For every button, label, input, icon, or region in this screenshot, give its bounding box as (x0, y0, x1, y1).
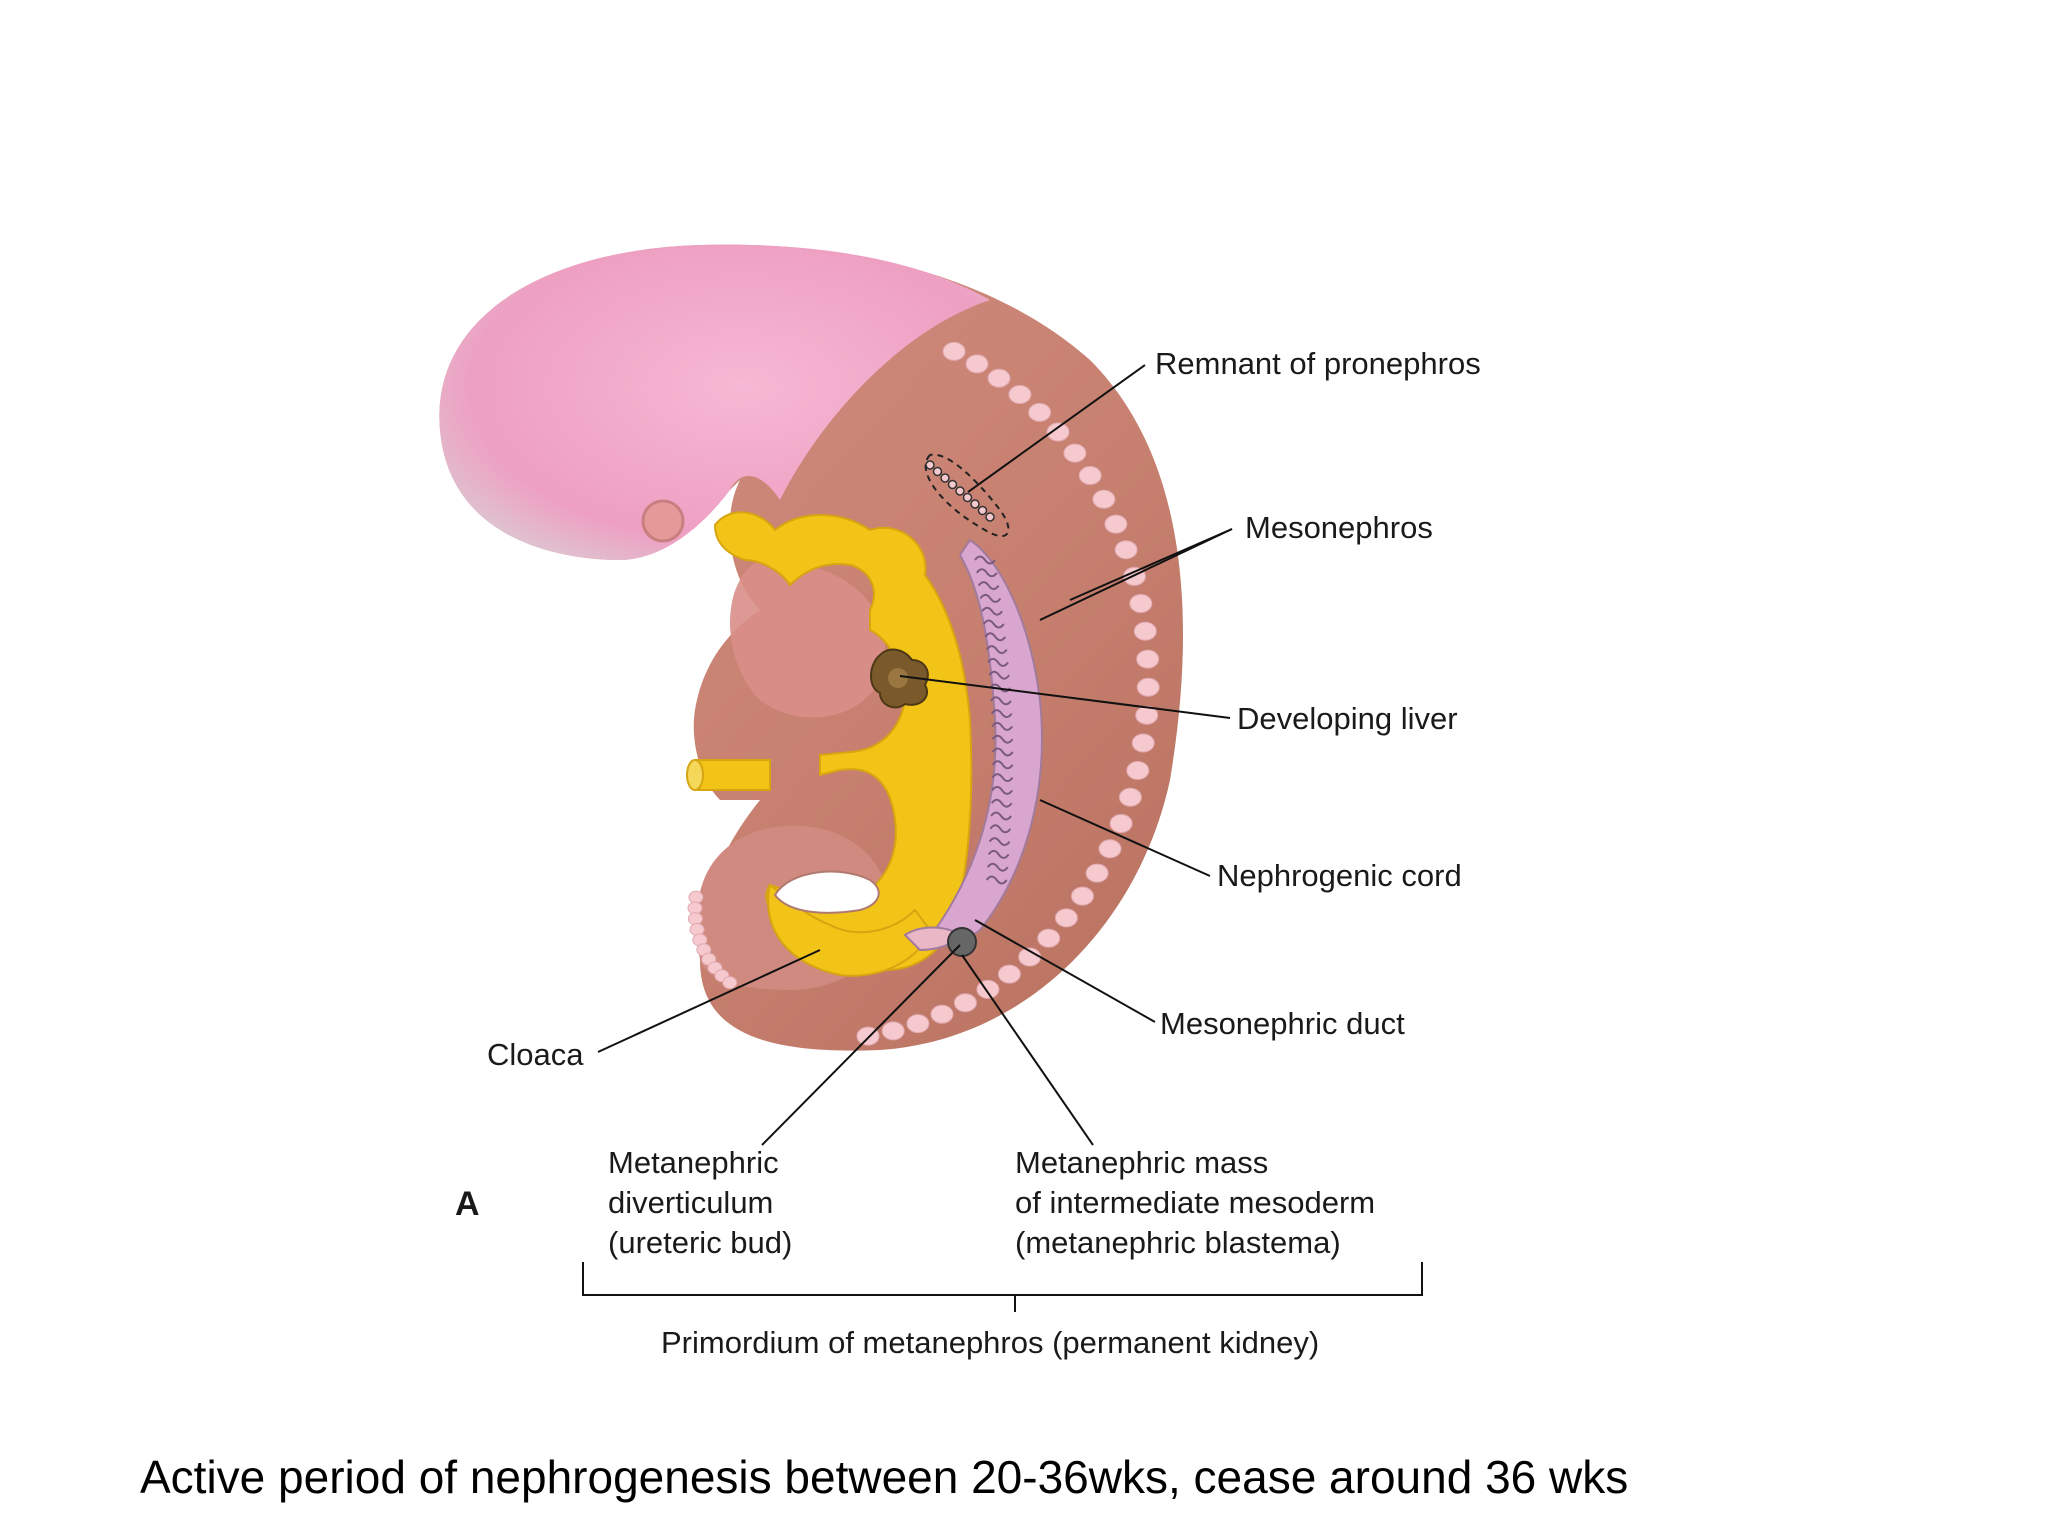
tubule-coil (981, 606, 1003, 616)
tubule-coil (990, 696, 1012, 706)
mesonephric-tubules (974, 555, 1014, 885)
tubule-coil (976, 568, 998, 578)
yolk-stalk (694, 759, 771, 791)
somite (1092, 489, 1116, 509)
somite (1133, 621, 1157, 641)
somite (1129, 594, 1153, 613)
tubule-coil (985, 875, 1008, 885)
label-metanephric-diverticulum-3: (ureteric bud) (608, 1225, 793, 1260)
somite (1046, 422, 1070, 442)
label-cloaca: Cloaca (487, 1037, 584, 1072)
pronephros-bead (985, 512, 995, 522)
tubule-coil (988, 837, 1011, 847)
somite (1085, 863, 1109, 883)
head-region (439, 244, 990, 560)
label-nephrogenic-cord: Nephrogenic cord (1217, 858, 1462, 893)
tubule-coil (979, 593, 1002, 603)
somite (1028, 402, 1052, 422)
leader-lines (582, 364, 1423, 1312)
somite (1136, 649, 1160, 669)
somite (987, 368, 1011, 388)
label-metanephric-diverticulum-2: diverticulum (608, 1185, 774, 1220)
pronephros-bead (940, 473, 950, 483)
somite (881, 1021, 905, 1041)
tubule-coil (987, 849, 1010, 859)
somite (965, 354, 989, 374)
tubule-coil (991, 785, 1013, 795)
tubule-coil (987, 657, 1009, 667)
somite (1104, 514, 1128, 534)
somite (1008, 385, 1032, 404)
somite (1118, 787, 1142, 807)
somite (1054, 908, 1078, 928)
somite (1078, 466, 1102, 485)
pronephros-bead (977, 505, 988, 516)
tubule-coil (991, 747, 1014, 757)
somite (1071, 886, 1094, 906)
somites (687, 341, 1160, 1046)
tubule-coil (988, 670, 1010, 680)
developing-liver-core (888, 668, 908, 688)
tubule-coil (989, 824, 1012, 834)
label-remnant-pronephros: Remnant of pronephros (1155, 346, 1481, 381)
somite (1114, 540, 1138, 560)
pronephros-bead (932, 466, 943, 477)
tail-somite (687, 901, 703, 915)
pronephros-outline (924, 453, 1010, 537)
tubule-coil (991, 760, 1014, 770)
tubule-coil (990, 811, 1012, 821)
somite (953, 993, 977, 1013)
heart-bulge (730, 560, 885, 718)
yolk-stalk-end (686, 759, 704, 791)
cloacal-opening (773, 870, 880, 914)
label-mesonephric-duct: Mesonephric duct (1160, 1006, 1405, 1041)
tail-somite (722, 976, 738, 990)
panel-letter: A (455, 1185, 480, 1223)
tubule-coil (991, 773, 1014, 783)
somite (942, 341, 966, 361)
somite (1135, 705, 1159, 725)
pronephros-bead (962, 492, 973, 503)
tubule-coil (974, 555, 996, 565)
pronephros-bead (970, 499, 980, 509)
label-primordium: Primordium of metanephros (permanent kid… (661, 1325, 1320, 1360)
label-mesonephros: Mesonephros (1245, 510, 1433, 545)
somite (1122, 566, 1146, 586)
somite (1136, 677, 1160, 697)
tubule-coil (986, 862, 1009, 872)
label-metanephric-diverticulum-1: Metanephric (608, 1145, 779, 1180)
tubule-coil (990, 798, 1013, 808)
somite (1131, 733, 1155, 753)
tubule-coil (990, 709, 1013, 719)
somite (930, 1004, 954, 1024)
pronephros-bead (925, 460, 935, 470)
tail-somite (687, 912, 703, 926)
somite (1037, 928, 1061, 948)
somite (1063, 443, 1087, 463)
tubule-coil (982, 619, 1005, 629)
label-metanephric-mass-1: Metanephric mass (1015, 1145, 1269, 1180)
somite (1126, 761, 1150, 780)
tubule-coil (977, 581, 1000, 591)
pronephros-bead (947, 479, 958, 490)
somite (1109, 814, 1133, 833)
pronephros-remnant (925, 460, 995, 522)
caption: Active period of nephrogenesis between 2… (140, 1451, 1629, 1503)
tubule-coil (985, 645, 1008, 655)
somite (1098, 839, 1122, 859)
label-developing-liver: Developing liver (1237, 701, 1458, 736)
tubule-coil (984, 632, 1007, 642)
somite (906, 1014, 930, 1034)
tail-somite (688, 890, 704, 904)
tubule-coil (991, 734, 1014, 744)
pronephros-bead (955, 486, 965, 496)
somite (997, 964, 1021, 984)
label-metanephric-mass-2: of intermediate mesoderm (1015, 1185, 1376, 1220)
otic-pit (641, 499, 685, 543)
tubule-coil (991, 721, 1014, 731)
label-metanephric-mass-3: (metanephric blastema) (1015, 1225, 1341, 1260)
